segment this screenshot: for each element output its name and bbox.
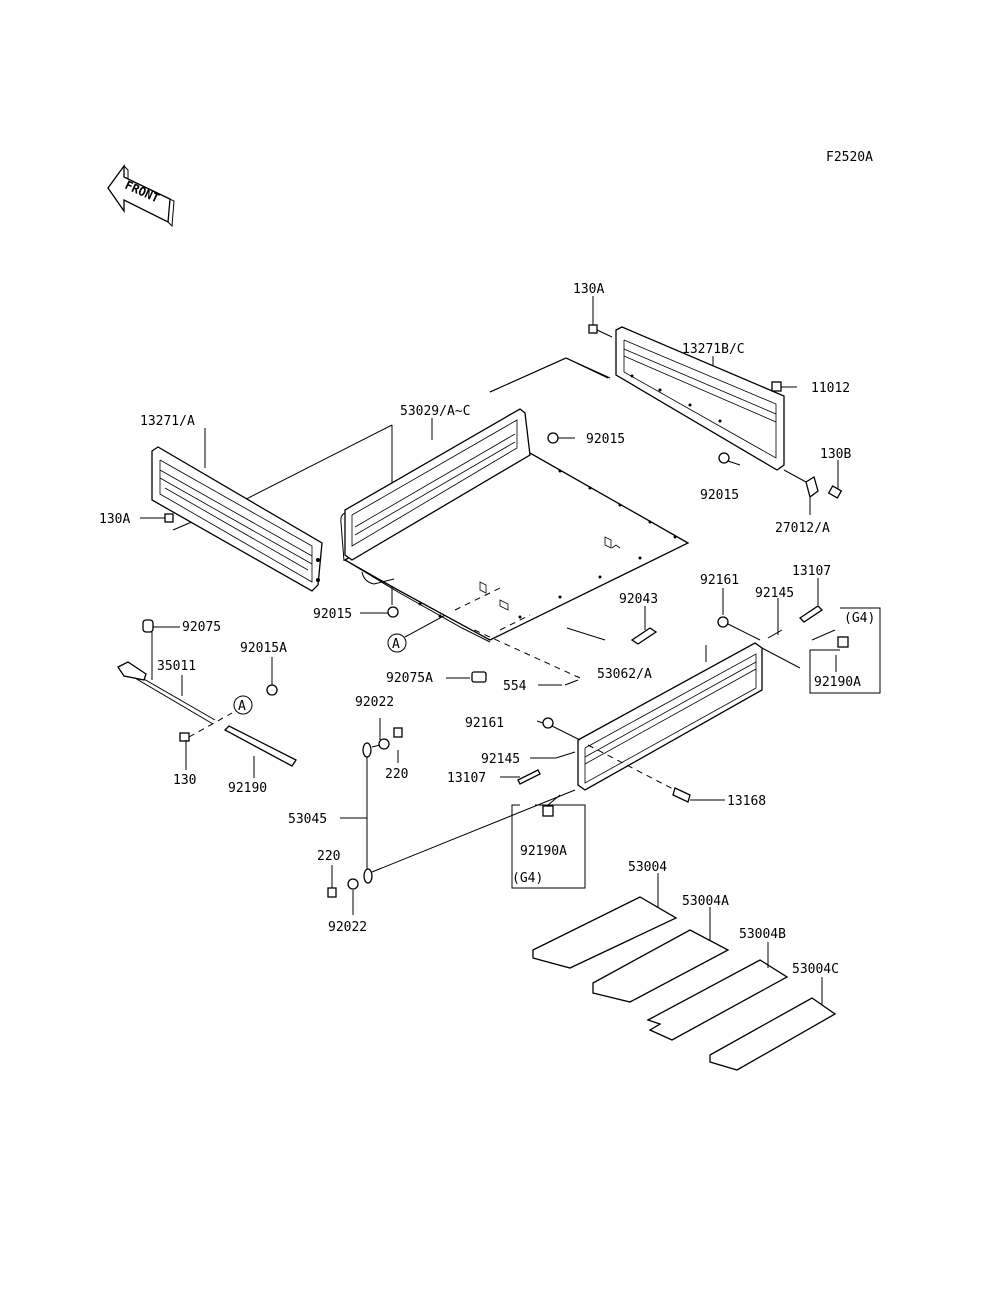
pin-92043 [630,627,658,645]
label-53004: 53004 [628,860,667,875]
part-labels: 130A 13271B/C 11012 13271/A 53029/A~C 92… [99,282,875,977]
mat-53004A [592,907,730,1003]
g4-box-bottom [511,794,586,889]
svg-text:A: A [392,637,400,652]
ref-marker-a-upper: A [387,633,407,653]
label-13168: 13168 [727,794,766,809]
mat-53004 [532,873,678,969]
bed-outline-lines [489,357,611,393]
tailgate-leader-lines [379,578,837,801]
label-13271BC: 13271B/C [682,342,745,357]
label-92190: 92190 [228,781,267,796]
label-13107-left: 13107 [447,771,486,786]
label-53004B: 53004B [739,927,786,942]
cable-53045 [340,742,576,884]
label-35011: 35011 [157,659,196,674]
g4-box-right [809,607,881,694]
cap-92075 [142,619,180,633]
spring-92145-right [767,629,783,639]
nut-92015A [266,657,278,696]
side-panel-left [151,446,323,592]
lever-35011 [117,632,216,725]
label-53045: 53045 [288,812,327,827]
label-130B: 130B [820,447,851,462]
label-130A-left: 130A [99,512,130,527]
label-92015-mid: 92015 [586,432,625,447]
spring-92145-left [555,751,576,759]
label-53062A: 53062/A [597,667,652,682]
cap-92075A [471,671,487,683]
label-92145-right: 92145 [755,586,794,601]
figure-code: F2520A [826,150,873,165]
mat-53004C [709,977,837,1071]
label-53004A: 53004A [682,894,729,909]
nut-92015-right [718,452,730,464]
nut-92015-left [387,606,399,618]
label-13107-right: 13107 [792,564,831,579]
bracket-27012A [783,469,819,499]
label-92043: 92043 [619,592,658,607]
nut-92015-mid [547,432,559,444]
label-92190A-right: 92190A [814,675,861,690]
label-92161-right: 92161 [700,573,739,588]
label-53029: 53029/A~C [400,404,470,419]
ref-marker-a-lower: A [233,695,253,715]
label-92015-right: 92015 [700,488,739,503]
label-g4-right: (G4) [844,611,875,626]
tailgate [547,642,801,791]
label-92022-top: 92022 [355,695,394,710]
label-92075A: 92075A [386,671,433,686]
pin-13168 [587,744,691,803]
washer-92022-top [378,738,390,750]
pin-554 [469,627,581,686]
front-arrow-icon: FRONT [107,164,175,228]
bolt-92161-left [542,717,554,729]
label-130: 130 [173,773,196,788]
pin-13107-left [517,769,541,785]
label-554: 554 [503,679,527,694]
bolt-130A-left [164,513,174,523]
bolt-220-top [393,727,403,738]
label-92022-bottom: 92022 [328,920,367,935]
bolt-92161-right [717,616,761,641]
bolt-130A-top [588,324,613,338]
label-92015A: 92015A [240,641,287,656]
cap-11012 [771,381,782,392]
bolt-130 [179,712,233,770]
label-220-top: 220 [385,767,408,782]
label-92190A-box: 92190A [520,844,567,859]
mat-53004B [646,942,789,1041]
rod-92190 [223,725,297,778]
bolt-220-bottom [327,865,337,898]
cargo-bed [340,408,690,643]
label-27012A: 27012/A [775,521,830,536]
svg-text:A: A [238,699,246,714]
label-220-bottom: 220 [317,849,340,864]
bolt-130B [827,485,843,499]
label-92015-left: 92015 [313,607,352,622]
label-13271A: 13271/A [140,414,195,429]
washer-92022-bottom [347,878,359,915]
side-panel-right [615,326,785,471]
label-53004C: 53004C [792,962,839,977]
label-92161-left: 92161 [465,716,504,731]
label-11012: 11012 [811,381,850,396]
label-130A-top: 130A [573,282,604,297]
label-92145-left: 92145 [481,752,520,767]
label-92075: 92075 [182,620,221,635]
label-g4-box: (G4) [512,871,543,886]
pin-13107-right [798,605,824,623]
